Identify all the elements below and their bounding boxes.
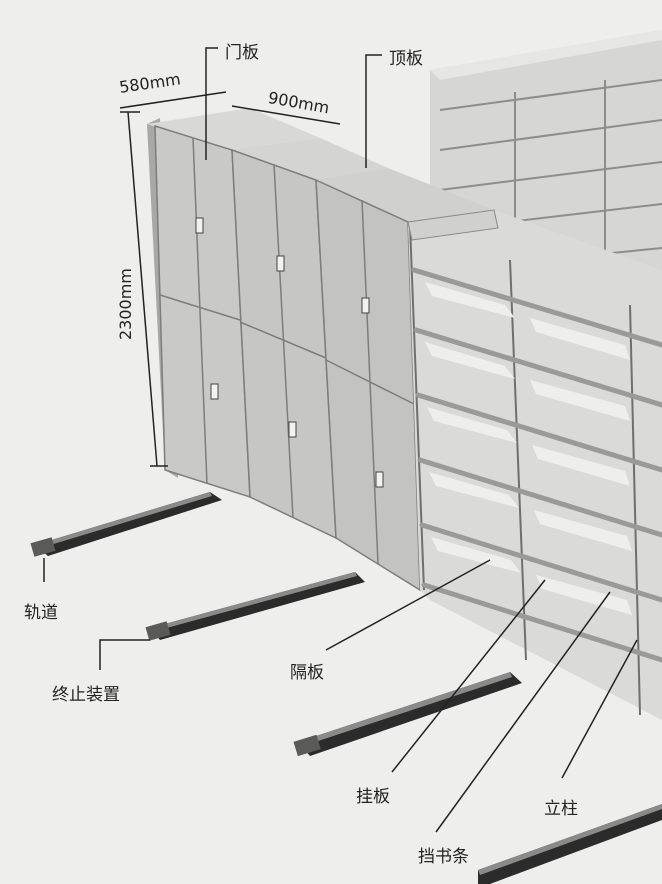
column-label: 立柱 (544, 799, 578, 819)
column (409, 224, 425, 591)
height-dimension-label: 2300mm (116, 268, 135, 340)
cabinet-tops (147, 108, 494, 225)
shelf (419, 522, 662, 603)
width-dimension-line (231, 105, 341, 125)
column (509, 259, 527, 661)
column-leader (561, 639, 638, 779)
shelf (421, 582, 662, 663)
rail (150, 572, 365, 640)
hanging-plate-label: 挂板 (356, 787, 390, 807)
rail-end-cap (30, 537, 56, 557)
shelf (415, 392, 662, 473)
cabinet-doors (154, 124, 421, 592)
hanging-plate-leader (391, 579, 546, 773)
dimension-lines (119, 91, 341, 467)
partition-leader (325, 559, 491, 651)
track-label: 轨道 (24, 603, 58, 623)
shelf (411, 267, 662, 348)
rail-top (478, 804, 662, 875)
top-panel-leader (365, 54, 382, 168)
book-stop-leader (435, 591, 611, 833)
door-locks (195, 217, 384, 488)
open-shelving-unit (407, 209, 662, 720)
shelf (417, 457, 662, 538)
column (629, 304, 641, 716)
depth-dimension-line (119, 91, 227, 109)
rail-top (298, 672, 512, 747)
rail-end-cap (293, 734, 321, 757)
stop-device-label: 终止装置 (52, 685, 120, 705)
leader-lines (43, 47, 638, 833)
shelf (413, 327, 662, 408)
door-panel-leader (205, 47, 218, 160)
rail-top (150, 572, 357, 632)
rail (35, 492, 222, 556)
top-frame (407, 209, 499, 241)
partition-label: 隔板 (290, 663, 324, 683)
stop-device-leader (99, 639, 150, 670)
book-stop-label: 挡书条 (418, 847, 469, 867)
floor-rails (30, 492, 662, 884)
rail-end-cap (145, 621, 171, 641)
rail-top (35, 492, 212, 549)
height-dimension-line (127, 111, 158, 467)
top-panel-label: 顶板 (389, 49, 423, 69)
door-panel-label: 门板 (225, 43, 259, 63)
rail (298, 672, 522, 756)
